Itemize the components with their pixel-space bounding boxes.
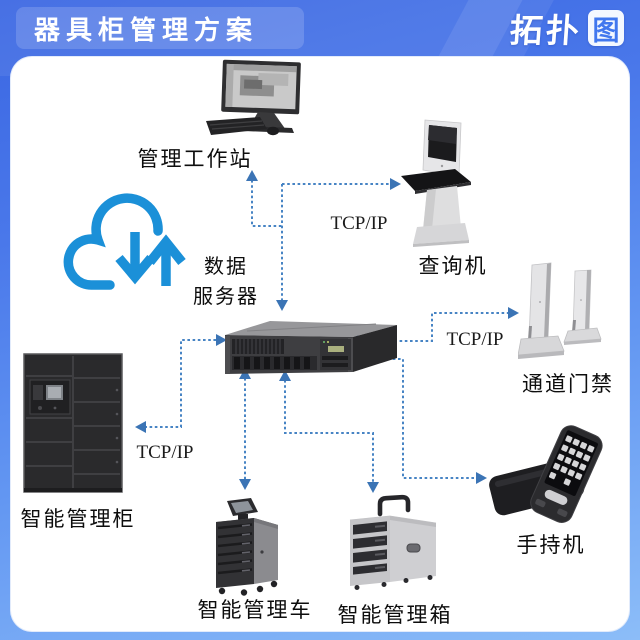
cabinet-image: [22, 352, 124, 496]
handheld-label: 手持机: [516, 533, 586, 557]
server-label-line1: 数据: [204, 256, 248, 278]
kiosk-image: [398, 116, 486, 248]
kiosk-label: 查询机: [418, 254, 488, 278]
server-label-line2: 服务器: [193, 286, 259, 308]
server-label: 数据 服务器: [186, 252, 266, 312]
workstation-label: 管理工作站: [137, 147, 253, 171]
cart-label: 智能管理车: [197, 598, 313, 622]
cloud-sync-icon: [56, 182, 190, 304]
case-label: 智能管理箱: [337, 603, 453, 627]
edge-label-tcpip-cabinet: TCP/IP: [136, 442, 194, 463]
header-bar: 器具柜管理方案 拓扑 图: [0, 0, 640, 76]
topology-badge: 拓扑 图: [509, 8, 624, 49]
page-title: 器具柜管理方案: [34, 14, 259, 45]
cabinet-label: 智能管理柜: [20, 507, 136, 531]
server-image: [222, 308, 397, 388]
gate-image: [517, 262, 614, 368]
edge-label-tcpip-gate: TCP/IP: [446, 329, 504, 350]
badge-text: 拓扑: [508, 12, 584, 49]
workstation-image: [200, 58, 325, 140]
page-title-chip: 器具柜管理方案: [16, 7, 304, 49]
badge-boxed-char: 图: [588, 10, 624, 46]
case-image: [344, 492, 446, 592]
edge-label-tcpip-kiosk: TCP/IP: [330, 213, 388, 234]
cart-image: [210, 496, 286, 596]
handheld-image: [488, 425, 618, 527]
gate-label: 通道门禁: [522, 372, 614, 396]
